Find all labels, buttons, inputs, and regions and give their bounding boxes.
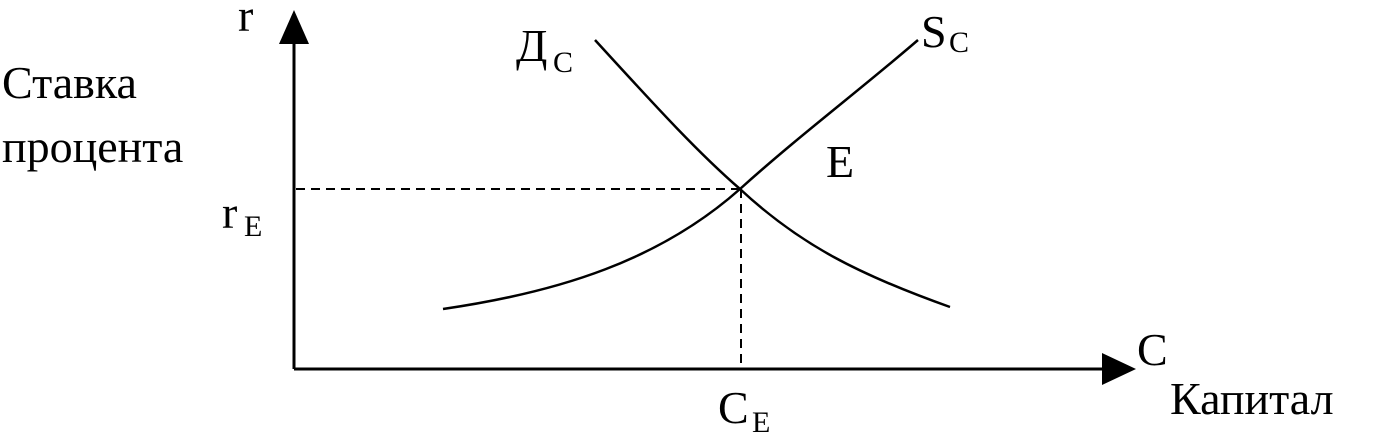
supply-label: S (921, 6, 947, 57)
y-axis-title-line1: Ставка (2, 57, 137, 108)
equilibrium-quantity-label: C (718, 382, 749, 433)
supply-label-sub: C (949, 26, 969, 59)
demand-label-sub: C (553, 46, 573, 79)
equilibrium-rate-label-sub: E (244, 210, 262, 243)
equilibrium-quantity-label-sub: E (752, 406, 770, 435)
y-axis-title-line2: процента (2, 121, 183, 172)
y-axis-arrowhead (279, 10, 309, 44)
x-axis-arrowhead (1102, 353, 1136, 385)
x-axis-label: C (1137, 324, 1168, 375)
x-axis-title: Капитал (1170, 373, 1334, 424)
equilibrium-rate-label: r (222, 187, 237, 238)
demand-curve (594, 39, 951, 309)
supply-curve (442, 39, 919, 311)
equilibrium-point-label: E (826, 136, 854, 187)
y-axis-label: r (238, 0, 253, 41)
demand-label: Д (516, 20, 547, 71)
